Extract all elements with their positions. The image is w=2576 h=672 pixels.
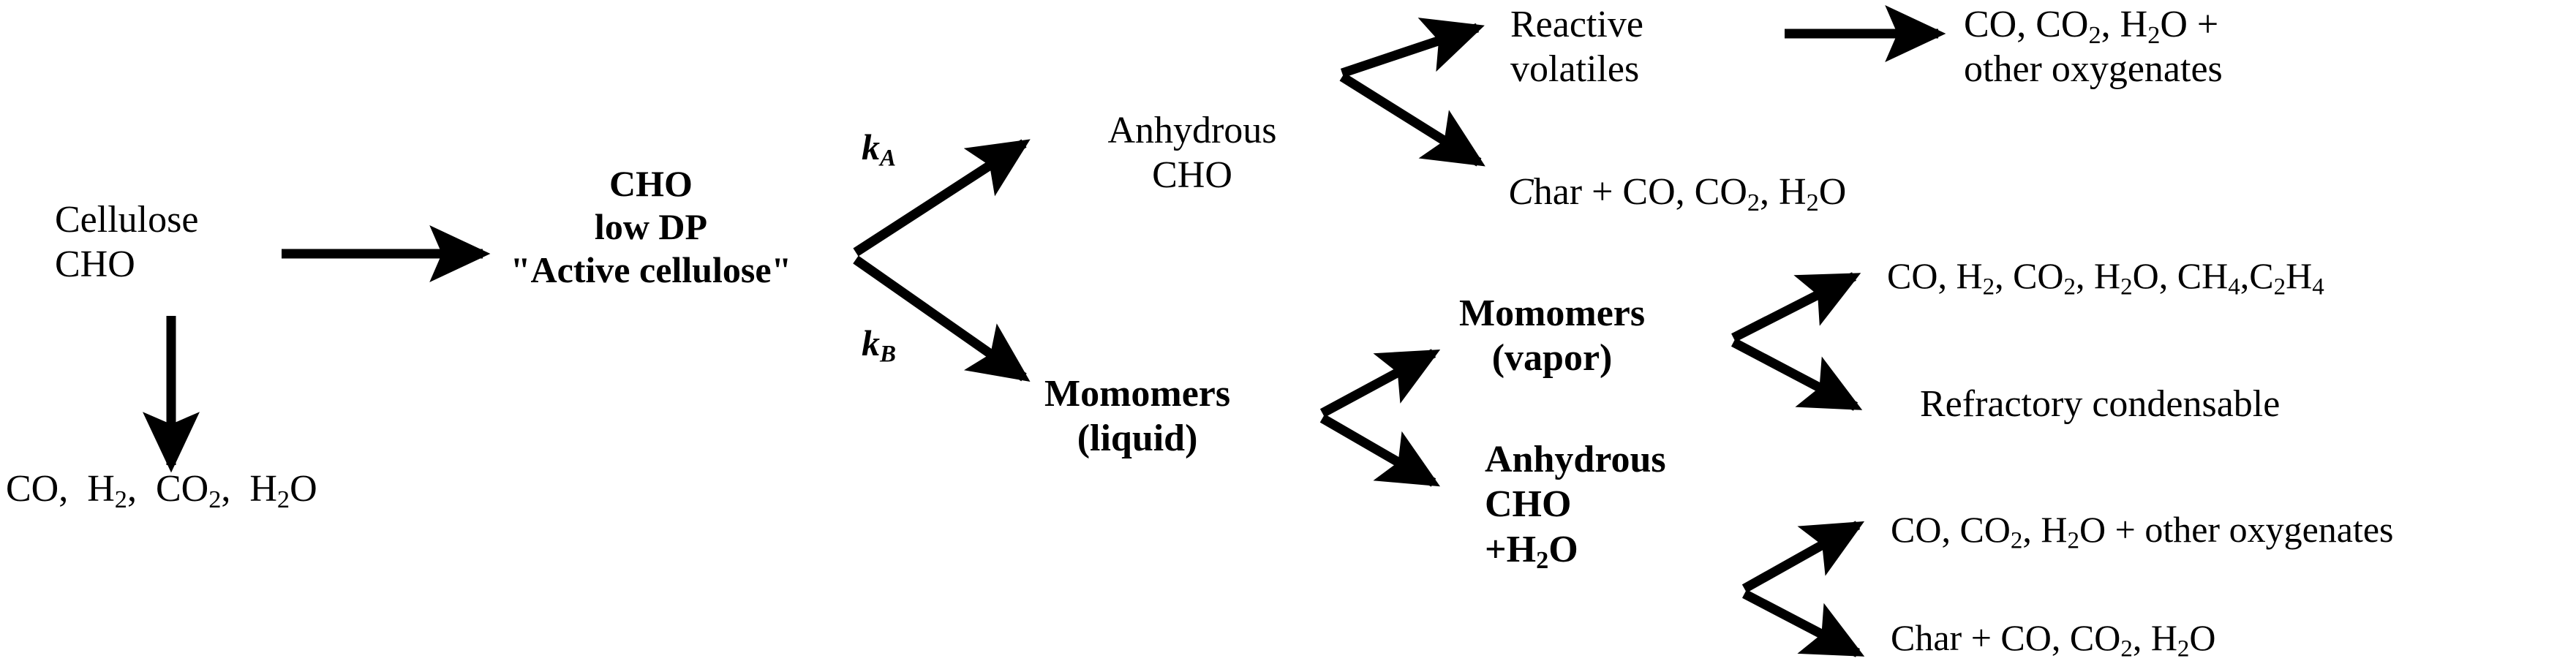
arrow-liquid-to-vapor bbox=[1319, 349, 1441, 418]
anhydrous-water-line-1: Anhydrous bbox=[1485, 439, 1666, 480]
oxygenates-top-line-1: CO, CO2, H2O + bbox=[1964, 4, 2219, 49]
arrow-anhydrous-to-char bbox=[1339, 72, 1485, 167]
anhydrous-cho-line-2: CHO bbox=[1152, 154, 1232, 197]
node-refractory-condensable: Refractory condensable bbox=[1920, 382, 2280, 426]
arrow-anhydrous-water-to-oxygenates bbox=[1741, 521, 1865, 593]
k-b-symbol: k bbox=[862, 322, 880, 363]
momomers-liquid-line-1: Momomers bbox=[1044, 373, 1231, 415]
node-cellulose: Cellulose CHO bbox=[55, 197, 198, 287]
refractory-condensable-text: Refractory condensable bbox=[1920, 383, 2281, 425]
primary-gases-text: CO, H2, CO2, H2O bbox=[6, 468, 317, 513]
k-a-subscript: A bbox=[880, 145, 897, 172]
char-top-rest: har + CO, CO2, H2O bbox=[1533, 171, 1847, 216]
reactive-volatiles-line-2: volatiles bbox=[1510, 48, 1640, 91]
active-cellulose-line-3: "Active cellulose" bbox=[510, 249, 792, 290]
arrow-anhydrous-to-volatiles bbox=[1340, 18, 1485, 78]
anhydrous-cho-line-1: Anhydrous bbox=[1107, 110, 1277, 151]
anhydrous-water-line-3: +H2O bbox=[1485, 528, 1578, 574]
oxygenates-top-line-2: other oxygenates bbox=[1964, 48, 2223, 91]
node-anhydrous-cho: Anhydrous CHO bbox=[1053, 108, 1331, 198]
char-top-italic-c: C bbox=[1508, 171, 1534, 213]
arrow-anhydrous-water-to-char bbox=[1741, 589, 1865, 657]
cellulose-line-2: CHO bbox=[55, 243, 135, 286]
label-k-a: kA bbox=[862, 126, 897, 172]
node-anhydrous-cho-water: Anhydrous CHO +H2O bbox=[1485, 437, 1666, 574]
char-bottom-text: Char + CO, CO2, H2O bbox=[1891, 617, 2216, 662]
arrow-vapor-to-refractory bbox=[1730, 338, 1863, 411]
node-active-cellulose: CHO low DP "Active cellulose" bbox=[490, 162, 812, 292]
node-light-gases: CO, H2, CO2, H2O, CH4,C2H4 bbox=[1887, 254, 2324, 301]
momomers-liquid-line-2: (liquid) bbox=[1077, 418, 1198, 460]
active-cellulose-line-1: CHO bbox=[609, 163, 693, 204]
node-char-top: Char + CO, CO2, H2O bbox=[1508, 170, 1847, 216]
node-primary-gases: CO, H2, CO2, H2O bbox=[6, 467, 317, 513]
arrow-vapor-to-gases bbox=[1731, 272, 1861, 342]
anhydrous-water-line-2: CHO bbox=[1485, 483, 1572, 526]
arrow-liquid-to-anhydrous bbox=[1319, 414, 1441, 487]
k-a-symbol: k bbox=[862, 127, 880, 167]
node-oxygenates-bottom: CO, CO2, H2O + other oxygenates bbox=[1891, 508, 2394, 554]
momomers-vapor-line-1: Momomers bbox=[1459, 292, 1646, 334]
node-momomers-liquid: Momomers (liquid) bbox=[1044, 371, 1230, 461]
node-reactive-volatiles: Reactive volatiles bbox=[1510, 2, 1643, 92]
momomers-vapor-line-2: (vapor) bbox=[1491, 337, 1613, 380]
active-cellulose-line-2: low DP bbox=[594, 206, 708, 247]
node-momomers-vapor: Momomers (vapor) bbox=[1459, 291, 1645, 381]
node-oxygenates-top: CO, CO2, H2O + other oxygenates bbox=[1964, 2, 2223, 92]
label-k-b: kB bbox=[862, 322, 897, 368]
reactive-volatiles-line-1: Reactive bbox=[1510, 4, 1643, 45]
light-gases-text: CO, H2, CO2, H2O, CH4,C2H4 bbox=[1887, 255, 2324, 301]
k-b-subscript: B bbox=[880, 341, 897, 368]
node-char-bottom: Char + CO, CO2, H2O bbox=[1891, 616, 2216, 662]
oxygenates-bottom-text: CO, CO2, H2O + other oxygenates bbox=[1891, 509, 2394, 554]
cellulose-line-1: Cellulose bbox=[55, 199, 199, 241]
